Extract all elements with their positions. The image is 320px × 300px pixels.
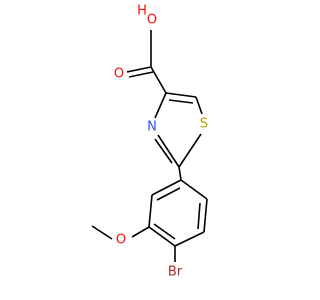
- atom-label-s: S: [200, 117, 208, 132]
- bond-ar-2: [203, 198, 208, 233]
- bond-c-thiazole: [150, 66, 167, 94]
- bond-o-methyl: [91, 225, 113, 240]
- chemical-structure: H O O S N O Br: [91, 4, 208, 280]
- bond-c-o-double-a: [126, 66, 152, 73]
- atom-labels: H O O S N O Br: [114, 4, 208, 280]
- bond-ar-4-inner: [153, 223, 176, 240]
- bond-thiazole-phenyl: [178, 166, 182, 181]
- bond-ar-o-methoxy: [131, 226, 150, 238]
- bond-ar-6-inner: [156, 187, 181, 201]
- bond-c4-c5-inner: [168, 99, 194, 104]
- atom-label-n: N: [147, 120, 157, 135]
- bond-c-o-double-b: [128, 71, 154, 78]
- bond-ar-1: [180, 179, 208, 200]
- atom-label-o-carbonyl: O: [114, 67, 124, 82]
- bond-ar-3: [174, 231, 205, 247]
- bond-c2-n-inner: [154, 138, 173, 164]
- bond-ar-5: [148, 194, 153, 228]
- bond-c4-c5: [165, 92, 197, 98]
- bond-c5-s: [195, 96, 203, 115]
- bond-ar-4: [148, 226, 176, 247]
- atom-label-br: Br: [168, 265, 183, 280]
- atom-label-o-methoxy: O: [116, 233, 126, 248]
- bond-ar-6: [151, 179, 182, 196]
- atom-label-o-hydroxyl: O: [147, 13, 157, 28]
- bond-ar-2-inner: [197, 202, 201, 230]
- bond-n-c4: [154, 92, 167, 119]
- bond-s-c2: [178, 133, 202, 168]
- atom-label-h: H: [137, 4, 147, 19]
- bond-c2-n: [157, 134, 180, 168]
- bonds: [91, 30, 208, 262]
